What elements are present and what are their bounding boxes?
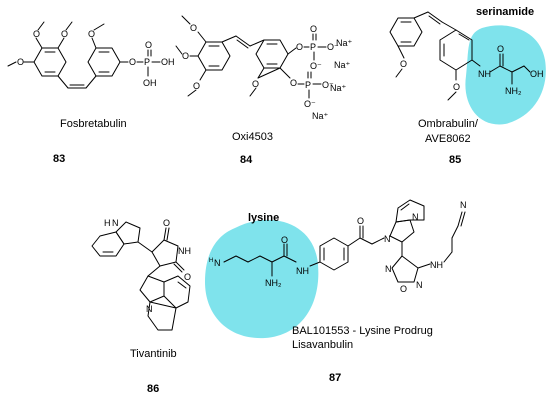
tivantinib-structure: H N O NH O N bbox=[91, 218, 191, 331]
sodium-ion: Na⁺ bbox=[312, 111, 329, 121]
compound-84-name: Oxi4503 bbox=[232, 131, 273, 143]
serinamide-highlight bbox=[465, 25, 546, 125]
atom-O: O bbox=[290, 78, 297, 88]
atom-O: O bbox=[252, 79, 259, 89]
atom-N: N bbox=[384, 234, 391, 244]
atom-NH: NH bbox=[178, 246, 191, 256]
atom-N: N bbox=[412, 212, 419, 222]
atom-O-minus: O⁻ bbox=[322, 80, 334, 90]
atom-H2N: N bbox=[214, 258, 221, 268]
sodium-ion: Na⁺ bbox=[334, 60, 351, 70]
compound-83-number: 83 bbox=[53, 153, 65, 165]
lysine-highlight bbox=[205, 219, 319, 339]
atom-O: O bbox=[17, 57, 24, 67]
sodium-ion: Na⁺ bbox=[330, 83, 347, 93]
atom-O: O bbox=[145, 40, 152, 50]
ombrabulin-structure: O O NH O NH₂ OH bbox=[389, 11, 544, 101]
atom-O: O bbox=[453, 82, 460, 92]
fosbretabulin-structure: O O O O O P O OH OH bbox=[7, 21, 175, 89]
atom-N: N bbox=[416, 280, 423, 290]
atom-O: O bbox=[33, 29, 40, 39]
atom-NH: NH bbox=[296, 266, 309, 276]
lisavanbulin-structure: N H NH₂ O NH O N N N O N NH bbox=[209, 199, 467, 294]
atom-N: N bbox=[112, 218, 119, 228]
compound-87-name-line1: BAL101553 - Lysine Prodrug bbox=[292, 325, 433, 337]
atom-N-nitrile: N bbox=[460, 200, 467, 210]
compound-86-number: 86 bbox=[147, 383, 159, 395]
compound-85-name-line1: Ombrabulin/ bbox=[418, 118, 479, 130]
compound-84-number: 84 bbox=[240, 154, 253, 166]
atom-O: O bbox=[400, 59, 407, 69]
compound-87-number: 87 bbox=[329, 372, 341, 384]
atom-H: H bbox=[104, 218, 111, 228]
atom-O: O bbox=[193, 81, 200, 91]
atom-O-minus: O⁻ bbox=[327, 42, 339, 52]
atom-H2-prefix: H bbox=[209, 258, 213, 264]
atom-O-minus: O⁻ bbox=[304, 99, 316, 109]
atom-O: O bbox=[61, 29, 68, 39]
lysine-label: lysine bbox=[248, 212, 279, 224]
sodium-ion: Na⁺ bbox=[336, 38, 353, 48]
compound-85-number: 85 bbox=[449, 154, 461, 166]
compound-87-name-line2: Lisavanbulin bbox=[292, 339, 353, 351]
atom-O: O bbox=[163, 218, 170, 228]
atom-P: P bbox=[310, 42, 316, 52]
atom-NH: NH bbox=[430, 260, 443, 270]
atom-O: O bbox=[129, 57, 136, 67]
atom-NH2: NH₂ bbox=[265, 278, 282, 288]
atom-O: O bbox=[497, 44, 504, 54]
atom-P: P bbox=[305, 80, 311, 90]
atom-O: O bbox=[184, 272, 191, 282]
serinamide-label: serinamide bbox=[476, 6, 534, 18]
atom-O: O bbox=[88, 29, 95, 39]
atom-O: O bbox=[182, 51, 189, 61]
atom-N: N bbox=[385, 264, 392, 274]
compound-83-name: Fosbretabulin bbox=[60, 118, 127, 130]
atom-OH: OH bbox=[161, 57, 175, 67]
atom-O: O bbox=[357, 216, 364, 226]
oxi4503-structure: O O O O O P O O⁻ O⁻ O P bbox=[175, 15, 339, 109]
atom-O-minus: O⁻ bbox=[310, 61, 322, 71]
atom-OH: OH bbox=[530, 69, 544, 79]
atom-O: O bbox=[281, 235, 288, 245]
atom-O: O bbox=[296, 42, 303, 52]
atom-O: O bbox=[310, 24, 317, 34]
atom-O: O bbox=[190, 23, 197, 33]
atom-NH2: NH₂ bbox=[505, 86, 522, 96]
atom-O: O bbox=[400, 284, 407, 294]
compound-86-name: Tivantinib bbox=[130, 348, 177, 360]
atom-P: P bbox=[144, 57, 150, 67]
compound-85-name-line2: AVE8062 bbox=[425, 133, 471, 145]
atom-OH: OH bbox=[143, 78, 157, 88]
atom-NH: NH bbox=[478, 69, 491, 79]
